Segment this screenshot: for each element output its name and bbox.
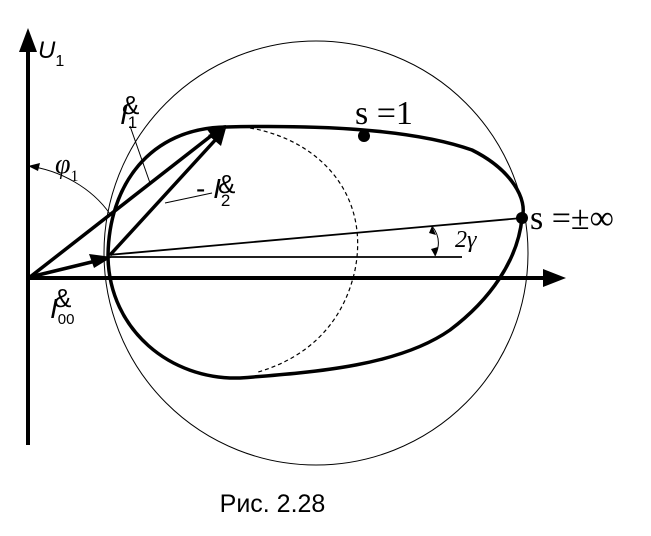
i2-leader-line: [164, 192, 213, 204]
minus-i2-arrowhead: [208, 128, 226, 146]
i1-vector: [28, 130, 218, 279]
i2-label: - I2: [196, 173, 230, 210]
two-gamma-label: 2γ: [455, 227, 477, 253]
s-one-point: [358, 130, 370, 142]
two-gamma-angle-arc: [431, 225, 439, 257]
i00-vector: [29, 257, 105, 279]
s-infinity-label: s =±∞: [530, 200, 614, 237]
i2-glyph: &: [218, 169, 235, 199]
figure-caption: Рис. 2.28: [219, 490, 326, 518]
minus-i2-vector: [108, 135, 220, 257]
outer-circle: [103, 40, 529, 466]
i00-arrowhead: [89, 254, 112, 268]
phi1-arrow: [28, 163, 40, 171]
i1-leader-line: [129, 125, 151, 184]
i1-glyph: &: [122, 90, 139, 120]
circle-diagram: U1 & I1 & - I2 φ1 & I00 s =1 s =±∞ 2γ: [19, 28, 614, 466]
horizontal-axis-arrowhead: [543, 269, 566, 287]
i1-label: I1: [120, 99, 137, 132]
i00-glyph: &: [54, 283, 71, 313]
i00-label: I00: [50, 293, 74, 328]
dashed-circle-arc: [249, 127, 359, 373]
u1-axis-label: U1: [38, 37, 64, 70]
infinity-line: [107, 217, 523, 256]
phi1-label: φ1: [55, 149, 79, 185]
two-gamma-arrow-top: [429, 226, 436, 235]
two-gamma-arrow-bottom: [431, 247, 438, 256]
s-infinity-point: [516, 212, 528, 224]
s-one-label: s =1: [355, 95, 413, 132]
vertical-axis-arrowhead: [19, 28, 37, 52]
